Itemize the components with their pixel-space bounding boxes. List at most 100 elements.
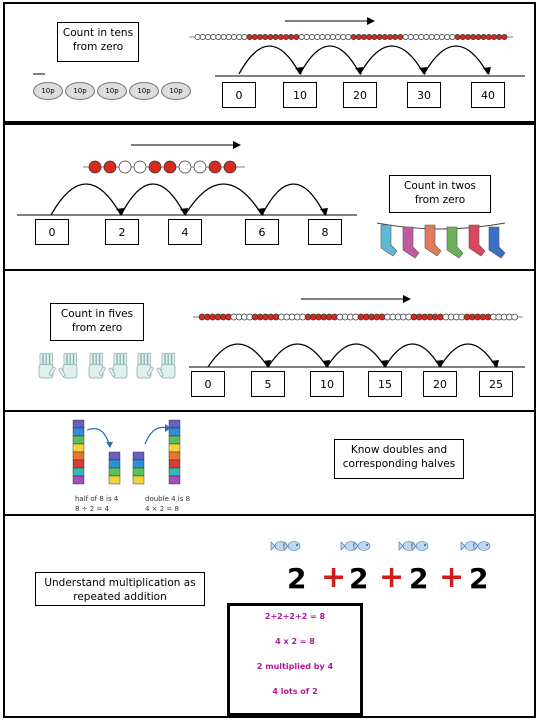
bead-white <box>241 34 248 40</box>
cube <box>168 435 181 445</box>
caption-double: double 4 is 8 <box>145 495 191 503</box>
bead-white <box>178 160 192 174</box>
panel-label: Count in twos from zero <box>389 175 491 213</box>
cube <box>168 459 181 469</box>
jump-arc <box>359 45 425 75</box>
twos-numberline <box>17 141 357 216</box>
panel-label: Understand multiplication as repeated ad… <box>35 572 205 606</box>
cube <box>72 443 85 453</box>
tens-numberline <box>33 17 525 77</box>
cube <box>132 459 145 469</box>
caption-half: half of 8 is 4 <box>75 495 119 503</box>
sock-icon <box>468 224 486 257</box>
sock-icon <box>380 224 398 257</box>
bead-red <box>361 34 367 40</box>
bead-white <box>194 34 201 40</box>
hand-icon <box>108 352 128 379</box>
facts-box: 2+2+2+2 = 8 4 x 2 = 8 2 multiplied by 4 … <box>227 603 363 716</box>
hand-icon <box>156 352 176 379</box>
jump-arc <box>238 45 301 75</box>
bead-red <box>246 34 253 40</box>
bead-red <box>371 34 378 40</box>
bead-red <box>454 34 461 40</box>
cube <box>72 467 85 477</box>
cube <box>108 451 121 461</box>
bead-red <box>257 34 263 40</box>
fish-icon <box>473 541 491 551</box>
bead-white <box>340 34 347 40</box>
big-number: 2 <box>469 562 489 595</box>
jump-arc <box>120 183 186 216</box>
bead-red <box>355 34 362 40</box>
cube <box>108 475 121 485</box>
bead-red <box>288 34 295 40</box>
panel-count-fives: Count in fives from zero 0 5 10 15 20 25 <box>3 269 536 412</box>
panel-label: Count in tens from zero <box>57 22 139 62</box>
bead-red <box>480 34 487 40</box>
fish-icon <box>270 541 288 551</box>
jump-arc <box>261 183 326 216</box>
bead-white <box>225 34 232 40</box>
fish-icon <box>353 541 371 551</box>
number-box: 25 <box>479 371 513 397</box>
fact-line-lots-of: 4 lots of 2 <box>272 687 318 696</box>
panel-count-twos: 0 2 4 6 8 Count in twos from zero <box>3 123 536 271</box>
jump-arc <box>439 343 497 368</box>
number-box: 30 <box>407 82 441 108</box>
fact-line-addition: 2+2+2+2 = 8 <box>264 612 326 621</box>
fish-icon <box>411 541 429 551</box>
big-number: 2 <box>409 562 429 595</box>
bead-white <box>345 34 352 40</box>
jump-arc <box>326 343 386 368</box>
fives-numberline <box>189 295 525 368</box>
number-box: 15 <box>368 371 402 397</box>
bead-red <box>88 160 102 174</box>
cube <box>72 435 85 445</box>
cube <box>72 451 85 461</box>
hand-icon <box>38 352 56 379</box>
bead-white <box>215 34 222 40</box>
cube <box>132 467 145 477</box>
jump-arc <box>423 45 489 75</box>
bead-white <box>231 34 237 40</box>
plus-sign: + <box>379 560 405 595</box>
panel-doubles: half of 8 is 4 8 ÷ 2 = 4 double 4 is 8 4… <box>3 410 536 516</box>
cube <box>108 459 121 469</box>
number-box: 10 <box>310 371 344 397</box>
bead-red <box>251 34 258 40</box>
coin-10p: 10p <box>33 82 63 100</box>
bead-white <box>428 34 435 40</box>
bead-red <box>272 34 279 40</box>
bead-white <box>449 34 456 40</box>
bead-white <box>413 34 419 40</box>
cube <box>168 475 181 485</box>
panel-label: Know doubles and corresponding halves <box>334 439 464 479</box>
bead-white <box>210 34 217 40</box>
caption-multiplication: 4 × 2 = 8 <box>145 505 179 513</box>
bead-white <box>444 34 451 40</box>
number-box: 20 <box>343 82 377 108</box>
bead-white <box>309 34 315 40</box>
cube <box>168 451 181 461</box>
sock-icon <box>402 226 420 259</box>
sock-icon <box>424 224 442 257</box>
bead-white <box>329 34 336 40</box>
jump-arc <box>207 343 269 368</box>
jump-arc <box>50 183 122 216</box>
bead-red <box>397 34 404 40</box>
number-box: 10 <box>283 82 317 108</box>
coin-10p: 10p <box>129 82 159 100</box>
bead-white <box>324 34 331 40</box>
cube <box>108 467 121 477</box>
hands-icon <box>38 352 176 379</box>
bead-white <box>402 34 409 40</box>
jump-arc <box>299 45 361 75</box>
plus-sign: + <box>439 560 465 595</box>
bead-white <box>118 160 132 174</box>
fish-icon <box>283 541 301 551</box>
bead-white <box>335 34 341 40</box>
fish-icons <box>270 541 491 551</box>
jump-arc <box>267 343 328 368</box>
hand-icon <box>136 352 154 379</box>
number-box: 0 <box>35 219 69 245</box>
